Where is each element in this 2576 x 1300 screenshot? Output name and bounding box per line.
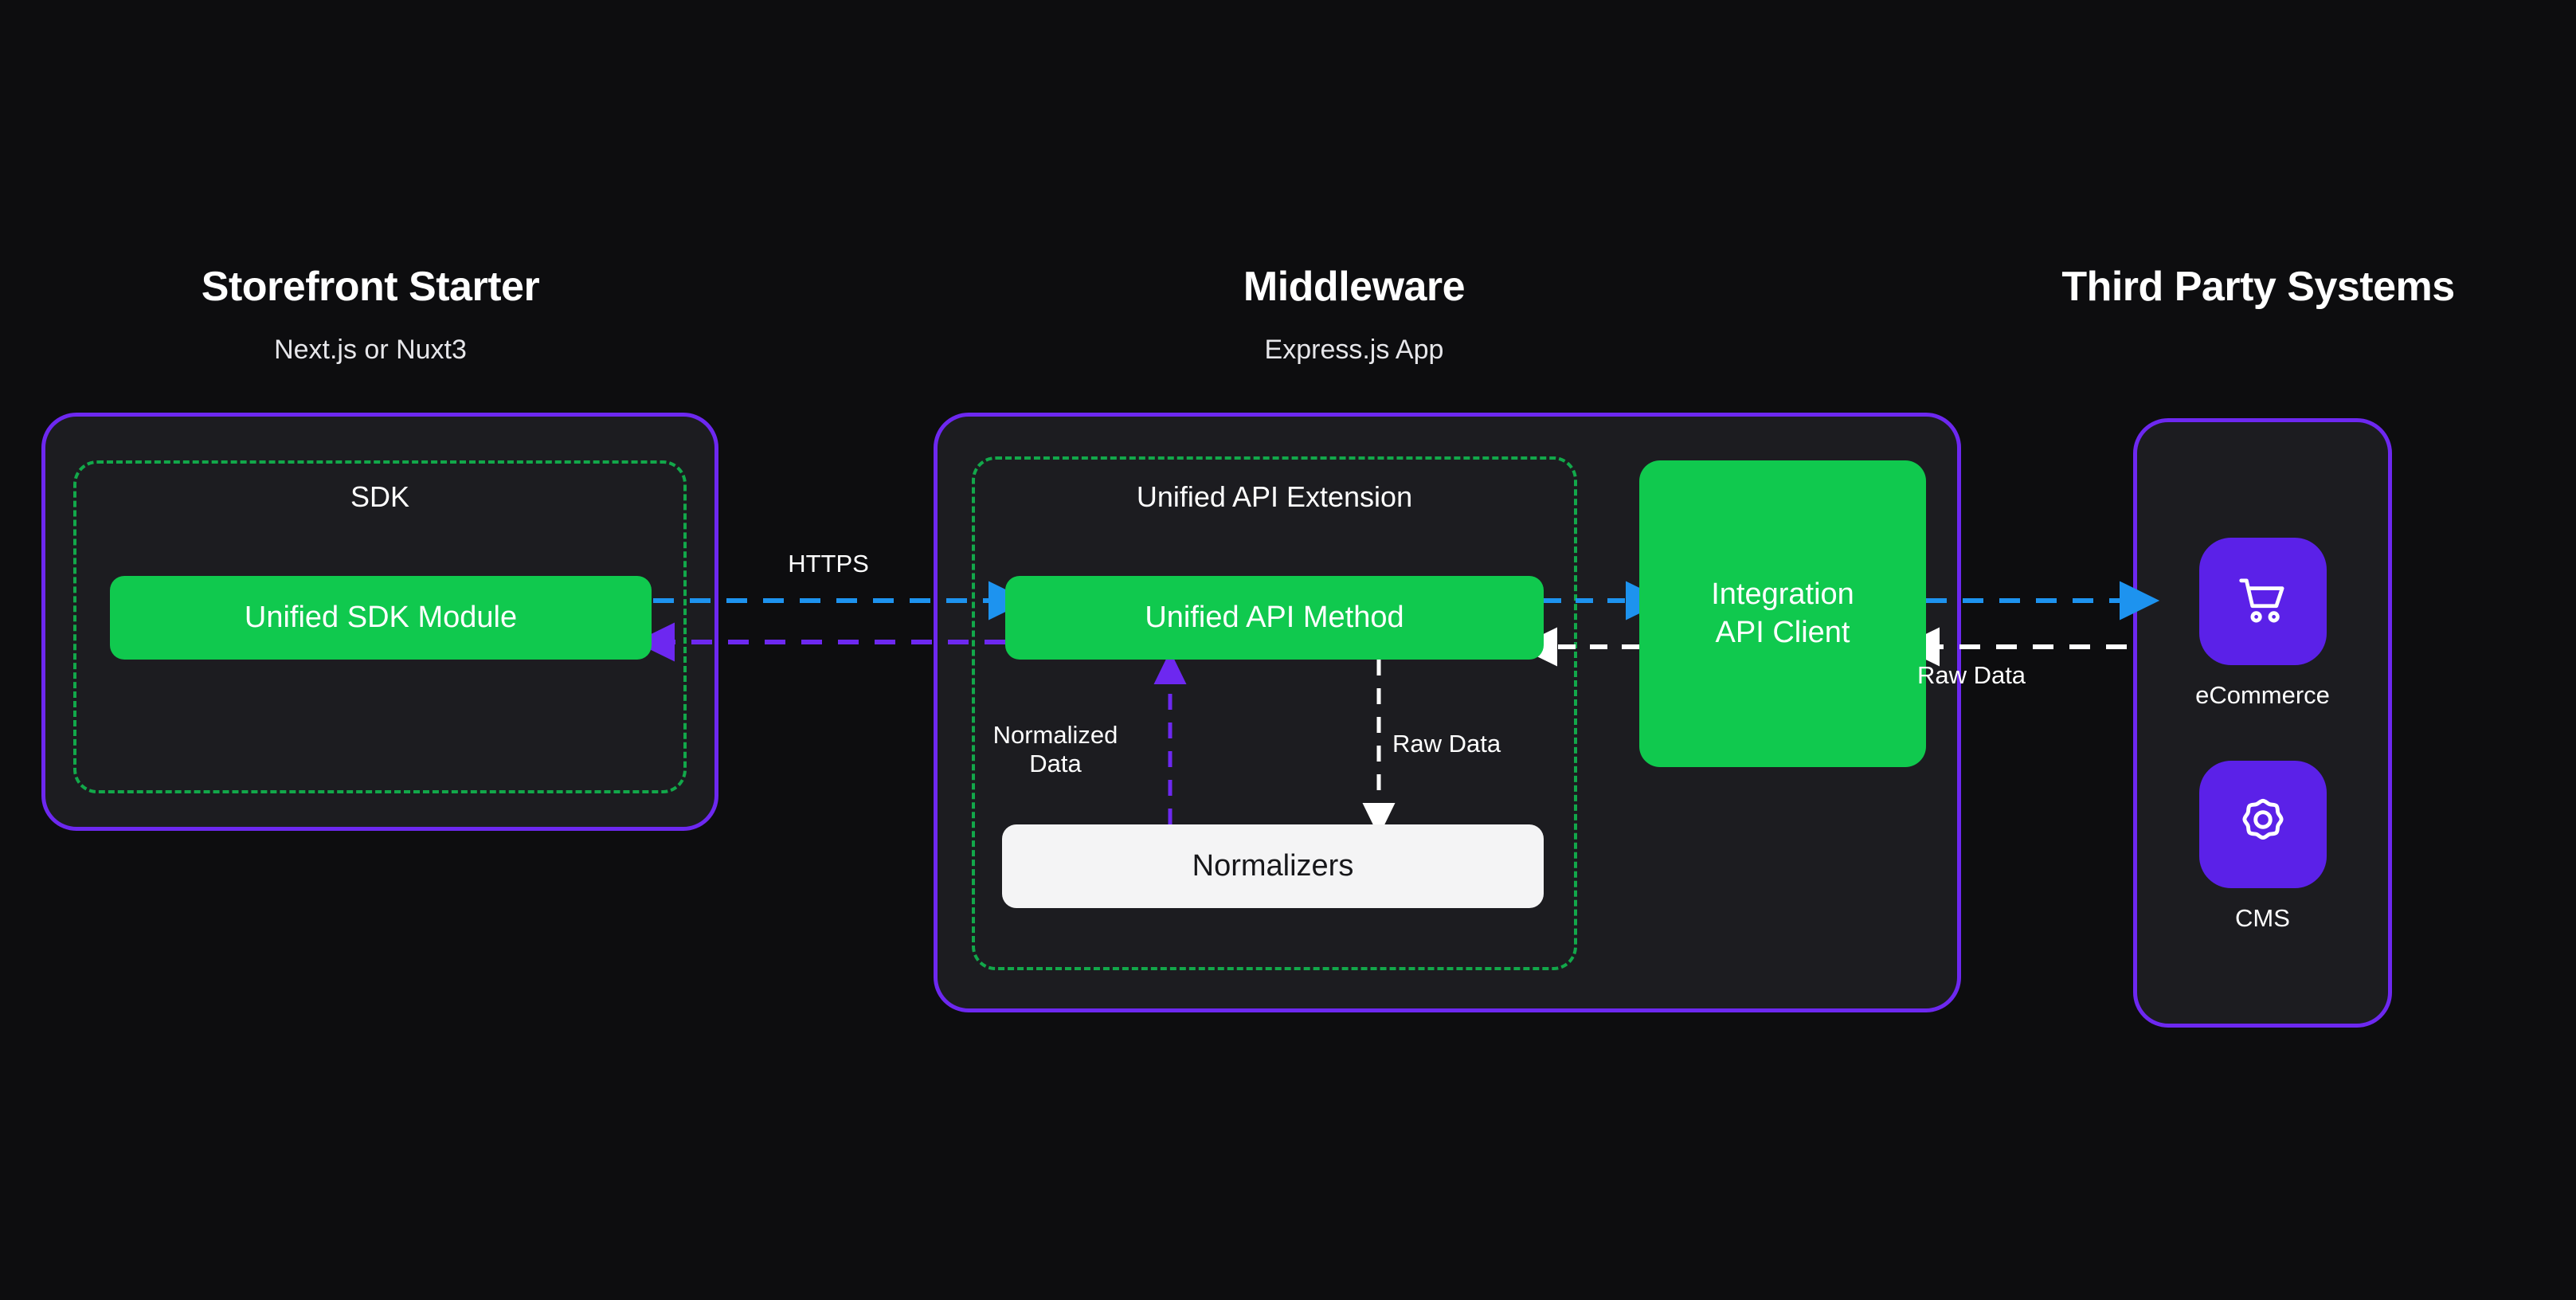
region-sdk — [73, 460, 687, 793]
edge-label-normalized-data: Normalized Data — [964, 721, 1147, 777]
gear-icon — [2230, 789, 2296, 860]
panel-third-party-systems — [2133, 418, 2392, 1028]
edge-label-normalized-data-line2: Data — [1029, 749, 1082, 777]
tile-label-cms: CMS — [2235, 904, 2290, 932]
column-title-third-party: Third Party Systems — [2061, 264, 2455, 310]
region-label-unified-api-extension: Unified API Extension — [1136, 480, 1413, 513]
edge-label-raw-data-thirdparty: Raw Data — [1916, 661, 2026, 689]
tile-ecommerce[interactable] — [2198, 538, 2327, 665]
column-title-middleware: Middleware — [1243, 264, 1466, 310]
edge-label-https: HTTPS — [788, 550, 869, 578]
column-title-storefront: Storefront Starter — [201, 264, 540, 310]
edge-label-raw-data-normalizers: Raw Data — [1392, 730, 1501, 758]
block-unified-api-method[interactable]: Unified API Method — [1005, 576, 1544, 660]
tile-cms[interactable] — [2198, 761, 2327, 888]
block-normalizers[interactable]: Normalizers — [1002, 824, 1544, 908]
region-label-sdk: SDK — [350, 480, 410, 513]
integration-api-client-line1: Integration — [1711, 578, 1854, 611]
edge-label-normalized-data-line1: Normalized — [992, 721, 1118, 749]
column-subtitle-middleware: Express.js App — [1264, 335, 1444, 365]
shopping-cart-icon — [2230, 566, 2296, 637]
region-unified-api-extension — [972, 456, 1577, 970]
block-integration-api-client[interactable]: Integration API Client — [1639, 460, 1926, 767]
integration-api-client-line2: API Client — [1715, 615, 1850, 649]
block-unified-sdk-module[interactable]: Unified SDK Module — [110, 576, 652, 660]
tile-label-ecommerce: eCommerce — [2195, 681, 2330, 709]
column-subtitle-storefront: Next.js or Nuxt3 — [274, 335, 467, 365]
